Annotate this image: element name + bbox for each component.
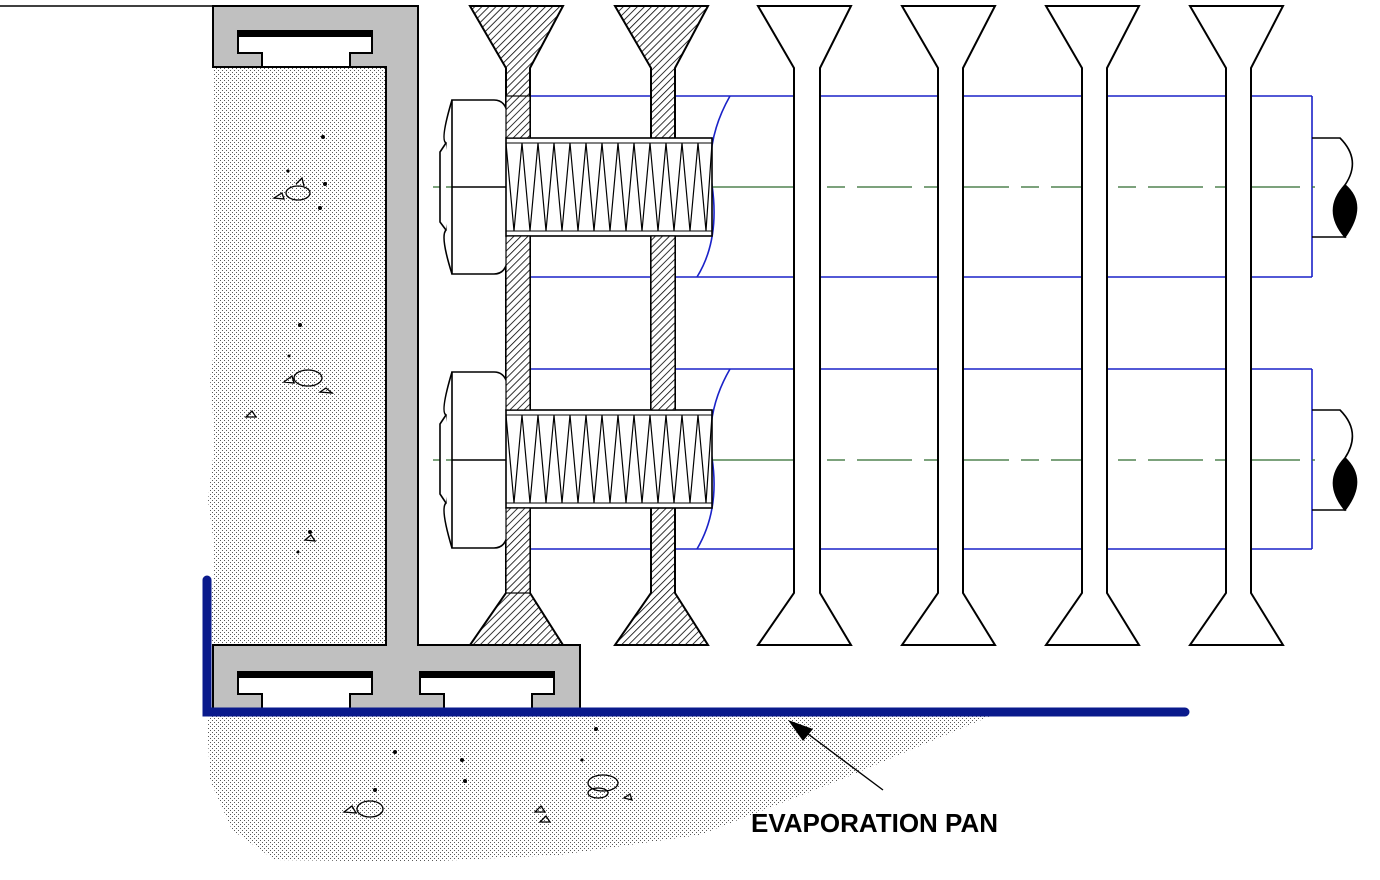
bottom-flange-gasket-right (420, 672, 554, 678)
tube-sheet-left-lower-strip (505, 507, 531, 594)
support-plate-2 (900, 5, 997, 646)
lower-bolt (439, 371, 713, 549)
concrete-wall (206, 6, 1180, 862)
support-plate-3 (1044, 5, 1141, 646)
callout-arrowhead (788, 720, 813, 741)
upper-bolt-washer (439, 142, 447, 231)
callout-leader (788, 720, 884, 791)
support-plate-1 (756, 5, 853, 646)
top-flange-gasket (238, 31, 372, 37)
bottom-flange-gasket-left (238, 672, 372, 678)
tube-sheet-left-upper-strip (505, 95, 531, 139)
evaporation-pan (202, 575, 1190, 717)
evaporation-pan-label: EVAPORATION PAN (751, 808, 998, 838)
lower-bolt-washer (439, 414, 447, 504)
tube-sheet-right-mid-strip (650, 235, 676, 411)
aggregate-stones (244, 176, 633, 823)
support-plate-4 (1188, 5, 1285, 646)
upper-bolt (439, 99, 713, 275)
support-plates (756, 5, 1285, 646)
aggregate-dots (286, 135, 598, 792)
top-flange-channel (237, 30, 373, 68)
tube-sheet-left-mid-strip (505, 235, 531, 411)
pipe-break-ends (1312, 137, 1358, 512)
